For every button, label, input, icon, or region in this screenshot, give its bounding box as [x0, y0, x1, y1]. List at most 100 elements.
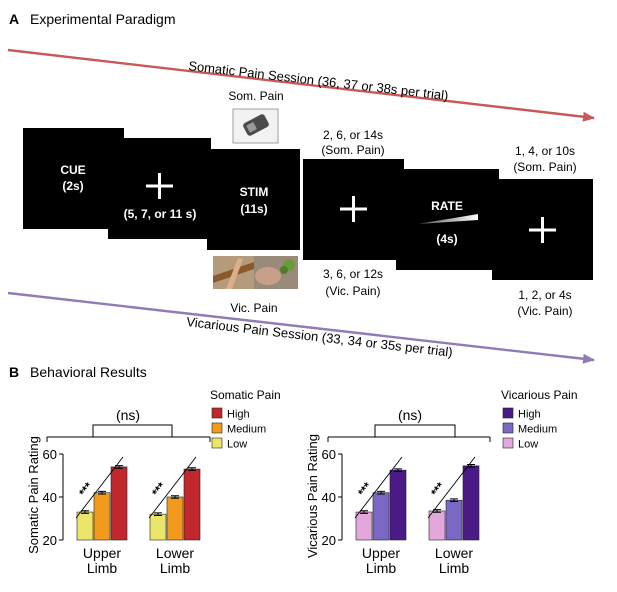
panel-a-title: Experimental Paradigm	[30, 11, 176, 27]
legend-swatch	[211, 437, 223, 449]
ns-comparison-bracket	[374, 424, 456, 437]
error-bar	[360, 510, 368, 514]
rating-scale-icon	[418, 214, 478, 224]
iti-som-line-2: (Som. Pain)	[513, 160, 576, 174]
somatic-session-arrow	[7, 48, 595, 122]
bars	[355, 464, 480, 541]
cue-duration: (2s)	[62, 179, 83, 193]
legend-swatch	[502, 422, 514, 434]
error-bar	[98, 490, 106, 495]
iti-vic-line-2: (Vic. Pain)	[517, 304, 572, 318]
fixation-cross-icon	[340, 196, 367, 222]
rate-screen: RATE (4s)	[396, 169, 499, 270]
vicarious-pain-images	[213, 256, 298, 289]
y-axis-label: Somatic Pain Rating	[26, 436, 41, 554]
bar-high	[389, 469, 407, 541]
error-bar	[377, 490, 385, 495]
stim-label: STIM	[240, 185, 269, 199]
bar-low	[149, 513, 167, 541]
som-pain-label: Som. Pain	[228, 89, 283, 103]
iti-vic-line-1: 1, 2, or 4s	[518, 288, 571, 302]
thermode-image	[232, 108, 279, 144]
error-bar	[467, 464, 475, 468]
isi-som-line-1: 2, 6, or 14s	[323, 128, 383, 142]
vicarious-session-arrow	[7, 291, 595, 364]
fixation-screen-3	[492, 179, 593, 280]
y-axis: 20 40 60	[322, 447, 343, 548]
ns-label: (ns)	[398, 407, 422, 423]
bar-high	[462, 465, 480, 541]
limb-groups-bracket	[46, 436, 211, 442]
legend-entry: Medium	[518, 424, 557, 436]
trend-line	[427, 456, 476, 519]
isi-vic-line-1: 3, 6, or 12s	[323, 267, 383, 281]
legend-entry: High	[518, 409, 541, 421]
legend-title: Vicarious Pain	[501, 388, 578, 402]
error-bar	[394, 468, 402, 472]
legend-entry: Low	[227, 439, 247, 451]
trend-line	[75, 456, 124, 519]
bar-low	[76, 511, 94, 541]
y-tick-label: 40	[322, 490, 336, 505]
trend-line	[354, 456, 403, 519]
rate-label: RATE	[431, 199, 463, 213]
fixation-screen-1: (5, 7, or 11 s)	[108, 138, 211, 239]
somatic-session-label: Somatic Pain Session (36, 37 or 38s per …	[188, 58, 450, 103]
error-bar	[450, 498, 458, 503]
ns-label: (ns)	[116, 407, 140, 423]
isi-vic-line-2: (Vic. Pain)	[325, 284, 380, 298]
rate-duration: (4s)	[436, 232, 457, 246]
bar-medium	[445, 499, 463, 541]
panel-b-letter: B	[9, 364, 19, 380]
iti-som-line-1: 1, 4, or 10s	[515, 144, 575, 158]
error-bar	[81, 510, 89, 514]
y-axis-label: Vicarious Pain Rating	[305, 434, 320, 558]
bar-medium	[372, 492, 390, 541]
legend-swatch	[211, 407, 223, 419]
legend-swatch	[211, 422, 223, 434]
legend-swatch	[502, 407, 514, 419]
fixation-cross-icon	[529, 217, 556, 243]
limb-groups-bracket	[327, 436, 491, 442]
error-bar	[188, 467, 196, 471]
stim-duration: (11s)	[240, 202, 267, 216]
bar-low	[355, 511, 373, 541]
y-axis: 20 40 60	[43, 447, 64, 548]
y-tick-label: 40	[43, 490, 57, 505]
y-tick-label: 20	[43, 533, 57, 548]
vicarious-session-label: Vicarious Pain Session (33, 34 or 35s pe…	[186, 314, 454, 360]
ns-comparison-bracket	[92, 424, 173, 437]
trend-line	[148, 456, 197, 519]
legend-entry: Medium	[227, 424, 266, 436]
bar-medium	[93, 492, 111, 541]
y-tick-label: 20	[322, 533, 336, 548]
legend-swatch	[502, 437, 514, 449]
vic-pain-label: Vic. Pain	[230, 301, 277, 315]
bar-medium	[166, 496, 184, 541]
y-tick-label: 60	[322, 447, 336, 462]
panel-a-letter: A	[9, 11, 19, 27]
panel-b-title: Behavioral Results	[30, 364, 147, 380]
bar-high	[110, 466, 128, 541]
cue-screen: CUE (2s)	[23, 128, 124, 229]
isi-som-line-2: (Som. Pain)	[321, 143, 384, 157]
error-bar	[154, 512, 162, 516]
y-tick-label: 60	[43, 447, 57, 462]
fixation-1-duration: (5, 7, or 11 s)	[124, 207, 197, 221]
fixation-screen-2	[303, 159, 404, 260]
stim-screen: STIM (11s)	[207, 149, 300, 250]
bars	[76, 465, 201, 541]
legend-title: Somatic Pain	[210, 388, 281, 402]
bar-low	[428, 510, 446, 541]
